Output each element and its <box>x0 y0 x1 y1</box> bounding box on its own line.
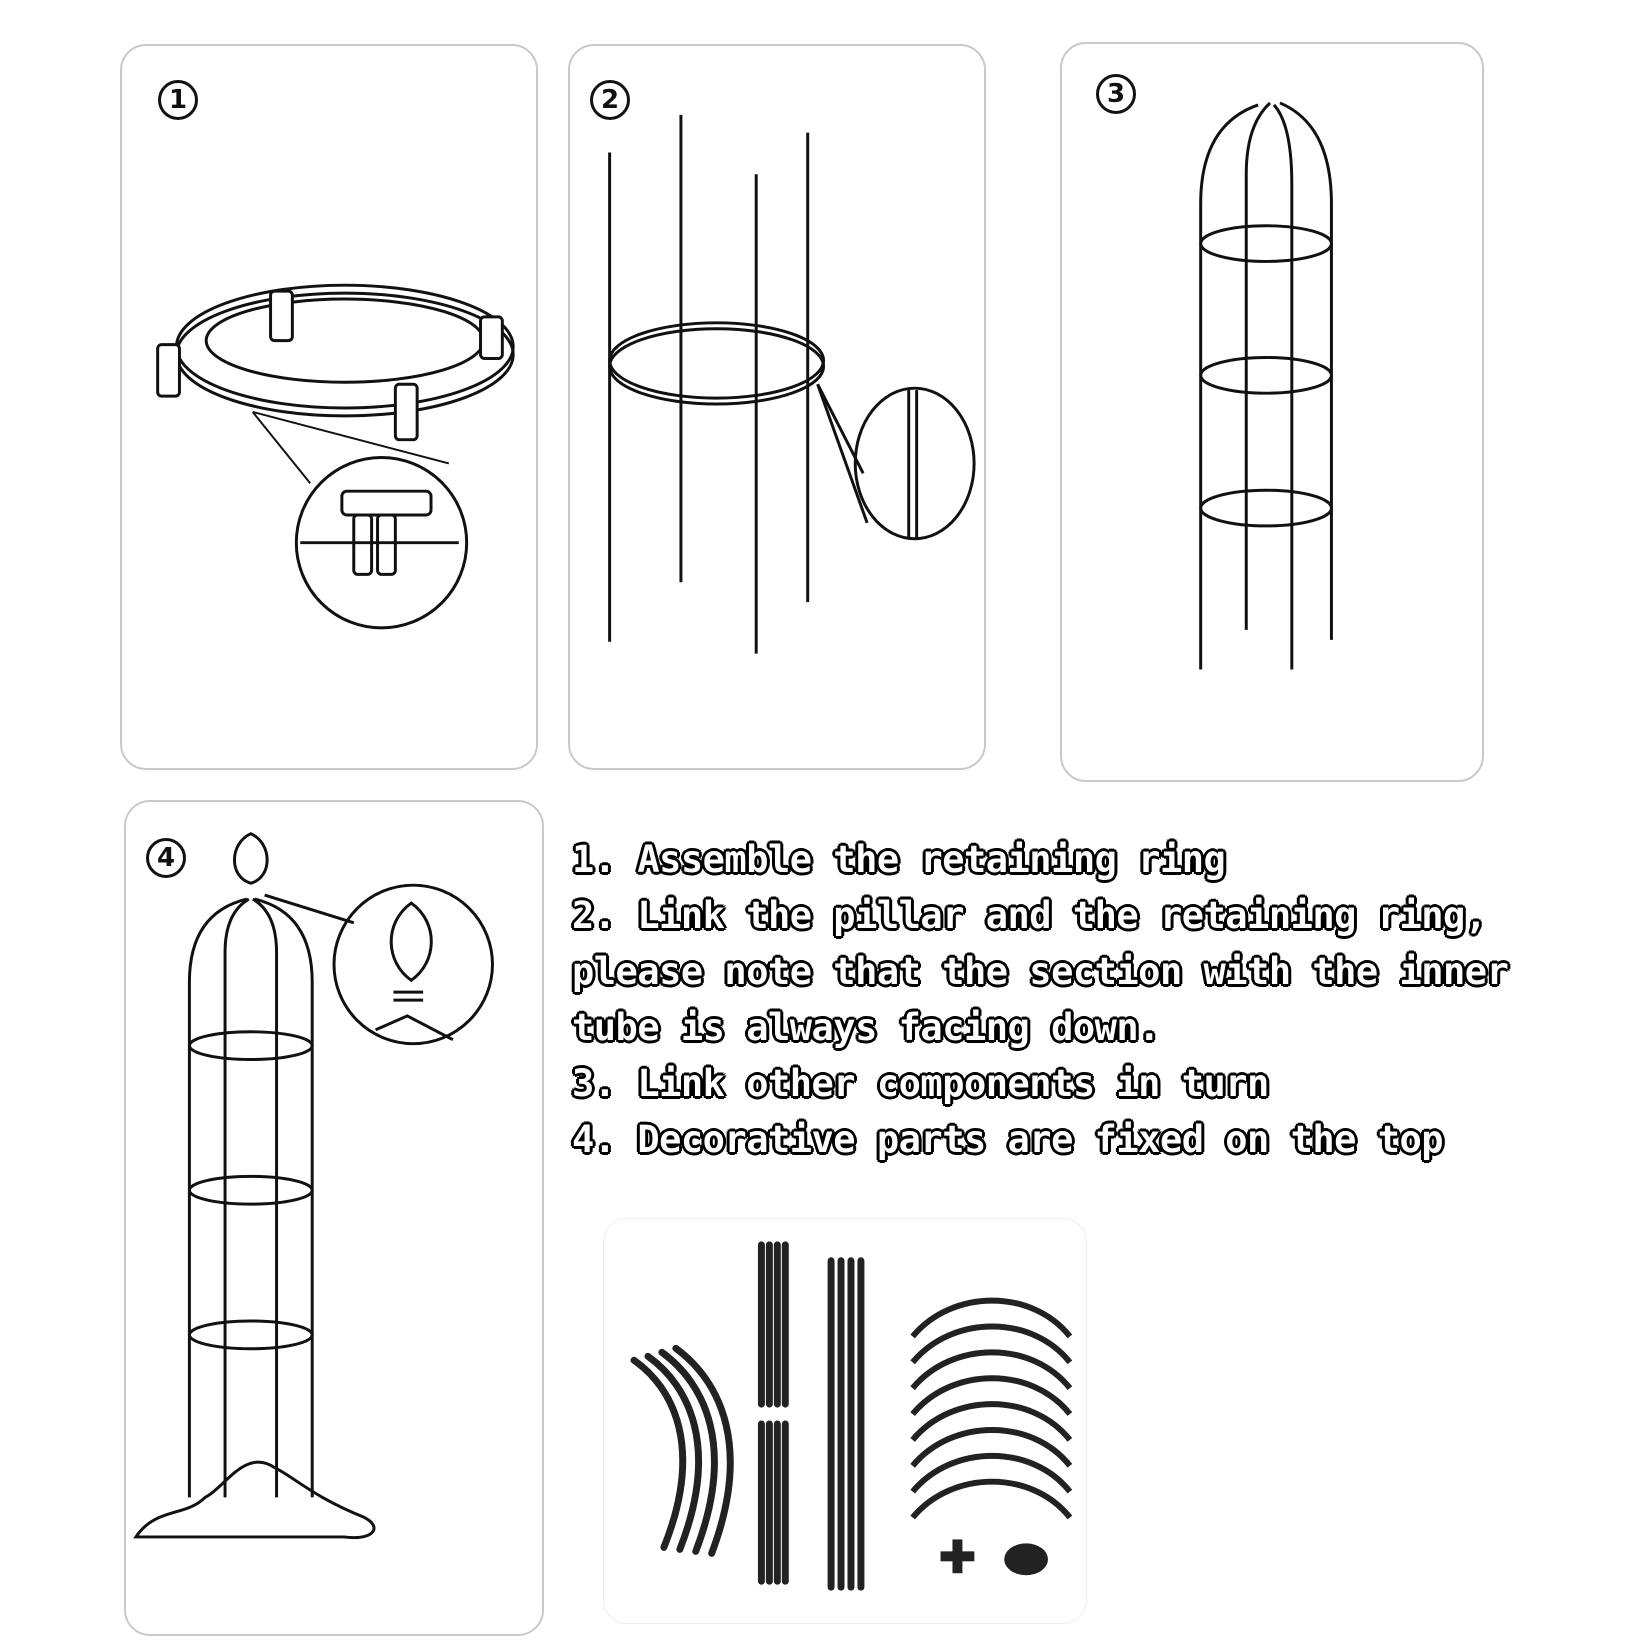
pillar-ring-illustration <box>608 114 976 654</box>
instruction-line-4: tube is always facing down. <box>572 1006 1160 1049</box>
decorative-top-illustration <box>133 832 494 1540</box>
instruction-line-2: 2. Link the pillar and the retaining rin… <box>572 894 1487 937</box>
parts-kit-illustration <box>630 1241 1073 1591</box>
step-1-badge: 1 <box>158 80 198 120</box>
step-4-panel: 4 <box>124 800 544 1636</box>
instruction-line-6: 4. Decorative parts are fixed on the top <box>572 1118 1444 1161</box>
step-2-panel: 2 <box>568 44 986 770</box>
parts-photo <box>603 1218 1087 1624</box>
assembled-frame-illustration <box>1199 101 1333 670</box>
step-3-panel: 3 <box>1060 42 1484 782</box>
retaining-ring-illustration <box>156 283 515 630</box>
instruction-line-1: 1. Assemble the retaining ring <box>572 838 1226 881</box>
step-4-badge: 4 <box>146 838 186 878</box>
step-2-badge: 2 <box>590 80 630 120</box>
step-1-panel: 1 <box>120 44 538 770</box>
assembly-instructions: 1. Assemble the retaining ring 2. Link t… <box>572 832 1632 1168</box>
instruction-line-5: 3. Link other components in turn <box>572 1062 1269 1105</box>
instruction-line-3: please note that the section with the in… <box>572 950 1509 993</box>
step-3-badge: 3 <box>1096 74 1136 114</box>
